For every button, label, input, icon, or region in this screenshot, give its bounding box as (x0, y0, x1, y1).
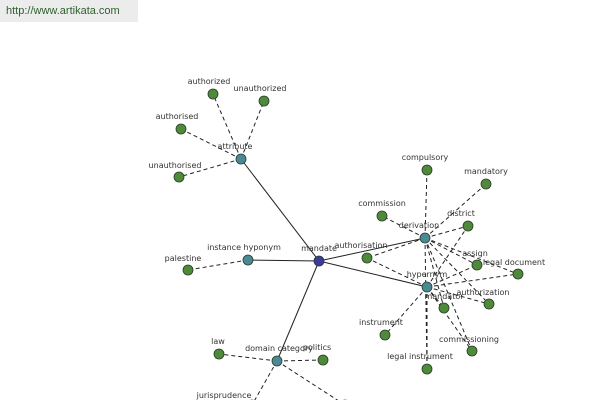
node-derivation[interactable] (419, 232, 431, 244)
edge-derivation-legal-instrument (424, 237, 428, 370)
edge-hypernym-authorization (426, 286, 490, 305)
node-palestine[interactable] (182, 264, 194, 276)
node-label-derivation: derivation (399, 221, 439, 230)
edge-derivation-authorisation (366, 237, 426, 259)
edge-derivation-legal-document (424, 237, 519, 275)
node-commissioning[interactable] (466, 345, 478, 357)
node-label-law: law (211, 337, 225, 346)
node-label-unauthorized: unauthorized (234, 84, 287, 93)
edge-mandate-derivation (318, 237, 426, 262)
nodes-layer (173, 88, 524, 400)
edge-domain-category-law (218, 353, 278, 362)
node-authorised[interactable] (175, 123, 187, 135)
node-authorisation[interactable] (361, 252, 373, 264)
node-label-instance-hyponym: instance hyponym (207, 243, 281, 252)
edge-hypernym-district (426, 225, 469, 288)
node-unauthorised[interactable] (173, 171, 185, 183)
node-legal-document[interactable] (512, 268, 524, 280)
edge-hypernym-commissioning (426, 286, 473, 352)
node-law[interactable] (213, 348, 225, 360)
node-mandate[interactable] (313, 255, 325, 267)
site-url-link[interactable]: http://www.artikata.com (6, 5, 120, 17)
edge-mandate-domain-category (276, 260, 320, 362)
edge-derivation-authorization (424, 237, 490, 305)
node-politics[interactable] (317, 354, 329, 366)
node-hypernym[interactable] (421, 281, 433, 293)
node-mandator[interactable] (438, 302, 450, 314)
node-district[interactable] (462, 220, 474, 232)
node-legal-instrument[interactable] (421, 363, 433, 375)
edge-derivation-district (424, 225, 469, 239)
node-label-commissioning: commissioning (439, 335, 499, 344)
node-label-commission: commission (358, 199, 406, 208)
node-label-authorisation: authorisation (335, 241, 388, 250)
node-mandatory[interactable] (480, 178, 492, 190)
node-compulsory[interactable] (421, 164, 433, 176)
edge-derivation-commissioning (424, 237, 473, 352)
node-label-palestine: palestine (165, 254, 202, 263)
edge-attribute-unauthorised (178, 158, 242, 178)
node-label-hypernym: hypernym (407, 270, 448, 279)
node-instance-hyponym[interactable] (242, 254, 254, 266)
node-authorization[interactable] (483, 298, 495, 310)
node-instrument[interactable] (379, 329, 391, 341)
node-label-attribute: attribute (218, 142, 253, 151)
edge-mandate-hypernym (318, 260, 428, 288)
node-label-district: district (447, 209, 475, 218)
node-attribute[interactable] (235, 153, 247, 165)
node-assign[interactable] (471, 259, 483, 271)
labels-layer: mandate attribute instance hyponym derivati… (149, 77, 546, 400)
edge-domain-category-offscreen-1 (276, 360, 339, 400)
node-label-authorization: authorization (456, 288, 509, 297)
node-label-instrument: instrument (359, 318, 403, 327)
edge-mandate-instance-hyponym (247, 259, 320, 262)
node-label-mandator: mandator (424, 292, 464, 301)
edge-hypernym-instrument (384, 286, 428, 336)
node-label-mandate: mandate (301, 244, 337, 253)
node-label-legal-document: legal document (483, 258, 545, 267)
node-label-authorized: authorized (188, 77, 231, 86)
edge-mandate-attribute (240, 158, 320, 262)
node-unauthorized[interactable] (258, 95, 270, 107)
node-label-politics: politics (303, 343, 331, 352)
node-domain-category[interactable] (271, 355, 283, 367)
node-label-mandatory: mandatory (464, 167, 508, 176)
edge-domain-category-politics (276, 359, 324, 362)
edge-instance-hyponym-palestine (187, 259, 249, 271)
edge-hypernym-assign (426, 264, 478, 288)
edge-hypernym-legal-document (426, 273, 519, 288)
node-commission[interactable] (376, 210, 388, 222)
node-authorized[interactable] (207, 88, 219, 100)
node-label-legal-instrument: legal instrument (387, 352, 453, 361)
node-label-unauthorised: unauthorised (149, 161, 202, 170)
edge-derivation-compulsory (424, 169, 428, 239)
edge-domain-category-jurisprudence (254, 360, 278, 400)
node-label-assign: assign (462, 249, 488, 258)
node-label-domain-category: domain category (245, 344, 313, 353)
header-bar: http://www.artikata.com (0, 0, 138, 22)
node-label-authorised: authorised (156, 112, 199, 121)
edge-attribute-unauthorized (240, 100, 265, 160)
edges-layer (178, 93, 519, 400)
node-label-compulsory: compulsory (402, 153, 449, 162)
edge-derivation-mandator (424, 237, 445, 309)
node-label-jurisprudence: jurisprudence (196, 391, 252, 400)
edge-derivation-commission (381, 215, 426, 239)
edge-attribute-authorized (212, 93, 242, 160)
